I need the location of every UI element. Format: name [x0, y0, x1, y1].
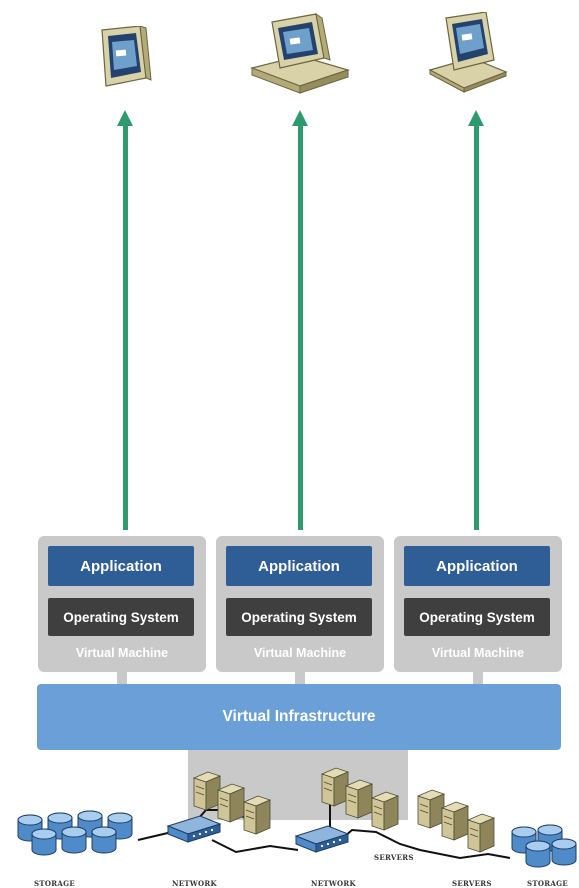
servers-right-label: SERVERS: [452, 879, 492, 888]
tablet-pc-icon: [96, 26, 152, 88]
network-switch-right-icon: [295, 825, 349, 853]
virtual-machine-3: Application Operating System Virtual Mac…: [394, 536, 562, 672]
servers-mid-label: SERVERS: [374, 853, 414, 862]
virtual-machine-1: Application Operating System Virtual Mac…: [38, 536, 206, 672]
physical-hardware-diagram: [17, 767, 577, 868]
storage-right-label: STORAGE: [527, 879, 569, 888]
storage-left-label: STORAGE: [34, 879, 76, 888]
vm-connector: [295, 672, 305, 686]
operating-system-box: Operating System: [404, 598, 550, 636]
vm-connector: [117, 672, 127, 686]
vm-connector: [473, 672, 483, 686]
network-left-label: NETWORK: [172, 879, 217, 888]
server-group-mid-icon: [321, 767, 399, 831]
virtual-machine-label: Virtual Machine: [75, 646, 169, 660]
virtual-machine-label: Virtual Machine: [431, 646, 525, 660]
storage-left-icon: [17, 810, 133, 856]
laptop-icon: [428, 12, 508, 94]
server-group-right-icon: [417, 789, 495, 853]
virtual-infrastructure-bar: Virtual Infrastructure: [37, 684, 561, 750]
application-box: Application: [48, 546, 194, 586]
network-right-label: NETWORK: [311, 879, 356, 888]
operating-system-box: Operating System: [48, 598, 194, 636]
storage-right-icon: [511, 824, 577, 868]
network-switch-left-icon: [167, 815, 221, 843]
desktop-pc-icon: [250, 12, 350, 94]
virtual-machine-2: Application Operating System Virtual Mac…: [216, 536, 384, 672]
operating-system-box: Operating System: [226, 598, 372, 636]
application-box: Application: [404, 546, 550, 586]
application-box: Application: [226, 546, 372, 586]
virtual-machine-label: Virtual Machine: [253, 646, 347, 660]
